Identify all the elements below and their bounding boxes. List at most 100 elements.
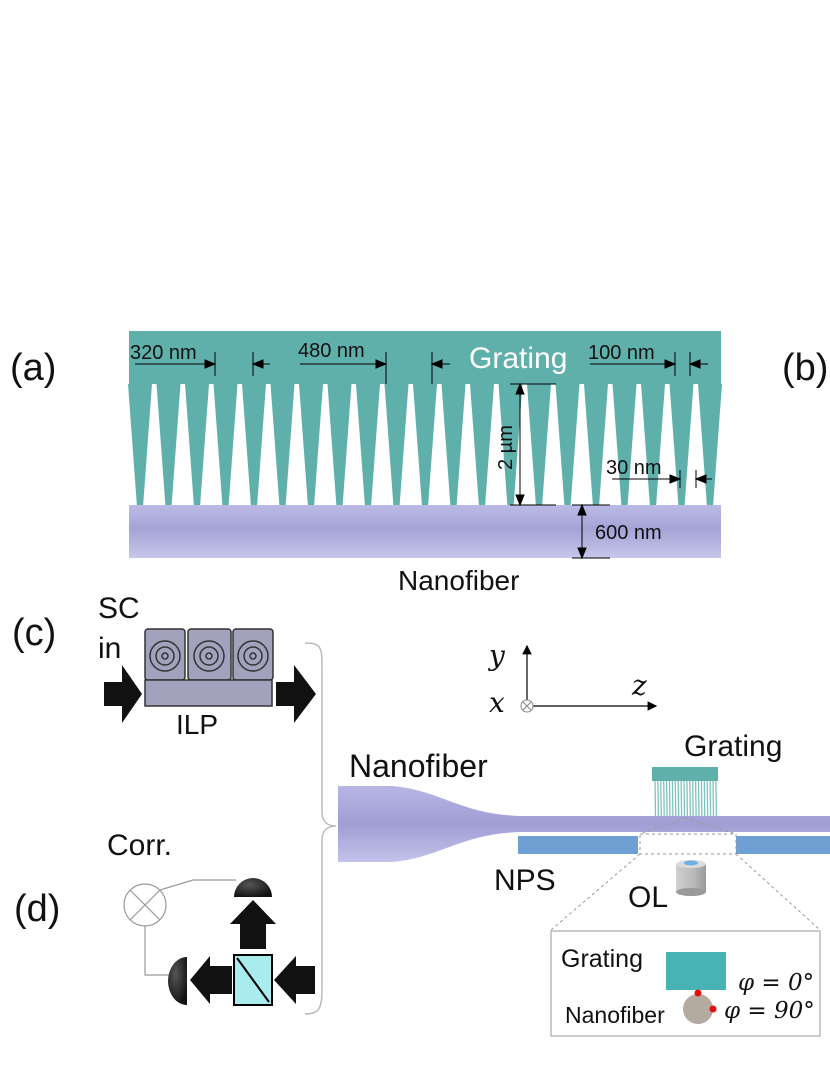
correlator-icon [123, 883, 167, 927]
grating-mini-tooth [715, 780, 718, 817]
paddle-1 [144, 628, 186, 681]
grating-tooth [270, 384, 295, 507]
correlator-wires [144, 879, 236, 976]
grating-mini-tooth [680, 780, 683, 817]
grating-mini-tooth [689, 780, 691, 817]
grating-mini-tooth [671, 780, 674, 817]
beamsplitter-cube-icon [233, 954, 273, 1006]
grating-tooth [612, 384, 637, 507]
grating-mini-tooth [657, 780, 660, 817]
grating-mini-tooth [654, 780, 657, 817]
tip-width-label: 30 nm [606, 457, 662, 479]
nanofiber-label-setup: Nanofiber [349, 748, 488, 784]
inset-nanofiber-label: Nanofiber [565, 1002, 665, 1028]
grating-mini-tooth [665, 780, 668, 817]
axis-x-label: x [489, 686, 505, 719]
nanofiber-label-a: Nanofiber [398, 565, 519, 596]
source-label-line1: SC [98, 592, 140, 625]
stage-right [736, 836, 830, 854]
grating-tooth [441, 384, 466, 507]
grating-tooth [384, 384, 409, 507]
grating-mini-tooth [700, 780, 703, 817]
grating-mini-tooth [677, 780, 680, 817]
source-label-line2: in [98, 632, 121, 665]
polarizer-base [144, 679, 273, 707]
grating-mini-tooth [686, 780, 689, 817]
grating-mini-tooth [692, 780, 694, 817]
grating-mini-tooth [660, 780, 662, 817]
grating-tooth [498, 384, 523, 507]
axis-y-label: y [487, 639, 506, 672]
panel-label-c: (c) [12, 612, 56, 654]
objective-label: OL [628, 881, 668, 914]
grating-tooth [356, 384, 380, 507]
phi-0-label: φ = 0° [738, 970, 814, 996]
grating-tooth [527, 384, 551, 507]
zoom-guides [550, 817, 821, 931]
tooth-height-label: 2 µm [495, 425, 517, 470]
panel-label-a: (a) [10, 347, 56, 389]
grating-mini-tooth [703, 780, 706, 817]
correlator-label: Corr. [107, 829, 172, 862]
grating-tooth [156, 384, 181, 507]
panel-label-b: (b) [782, 347, 828, 389]
grating-mini-tooth [674, 780, 677, 817]
paddle-2 [187, 628, 232, 681]
grating-top-block [129, 331, 721, 384]
grating-mini-tooth [683, 780, 686, 817]
period-mid-label: 480 nm [298, 340, 365, 362]
grating-tooth [584, 384, 608, 507]
stage-left [518, 836, 638, 854]
grating-mini-tooth [706, 780, 709, 817]
arrow-up-icon [230, 900, 276, 949]
grating-mini-tooth [697, 780, 700, 817]
output-arrow-icon [276, 665, 316, 723]
grating-tooth [213, 384, 238, 507]
arrow-left-inner-icon [190, 956, 232, 1004]
dimension-markers [135, 352, 712, 560]
grating-tooth [698, 384, 722, 507]
grating-title: Grating [469, 342, 567, 375]
grating-mini-tooth [694, 780, 697, 817]
grating-mini-tooth [668, 780, 671, 817]
dipole-side-dot [709, 1005, 717, 1013]
grating-mini-tooth [712, 780, 715, 817]
grating-tooth [327, 384, 352, 507]
nanofiber-rod [129, 505, 721, 558]
grating-tooth [555, 384, 580, 507]
inset-grating-label: Grating [561, 945, 643, 973]
period-left-label: 320 nm [130, 342, 197, 364]
grating-tooth [669, 384, 694, 507]
axis-z-label: z [631, 669, 647, 702]
grating-label-setup: Grating [684, 730, 782, 763]
grating-mini-tooth [709, 780, 712, 817]
grating-teeth [128, 384, 722, 507]
grating-tooth [299, 384, 323, 507]
grating-tooth [413, 384, 437, 507]
brace-connector [304, 642, 337, 1015]
panel-label-d: (d) [14, 888, 60, 930]
axes-glyph [520, 644, 658, 713]
stage-label: NPS [494, 864, 556, 897]
grating-structure [128, 331, 722, 507]
objective-lens-icon [676, 860, 706, 896]
inset-fiber-section [683, 994, 713, 1024]
grating-tooth [641, 384, 665, 507]
inset-grating-block [666, 952, 726, 990]
phi-90-label: φ = 90° [724, 998, 815, 1024]
dipole-top-dot [694, 989, 702, 997]
polarizer-paddles [144, 628, 274, 707]
polarizer-label: ILP [176, 709, 218, 740]
grating-mini-tooth [663, 780, 665, 817]
grating-tooth [242, 384, 266, 507]
grating-tooth [470, 384, 494, 507]
grating-mini [652, 767, 718, 817]
detector-left-icon [168, 957, 187, 1005]
input-arrow-icon [104, 665, 142, 723]
tapered-nanofiber [338, 786, 830, 862]
detector-top-icon [234, 878, 272, 897]
fiber-diameter-label: 600 nm [595, 522, 662, 544]
period-right-label: 100 nm [588, 342, 655, 364]
arrow-left-outer-icon [274, 956, 315, 1004]
